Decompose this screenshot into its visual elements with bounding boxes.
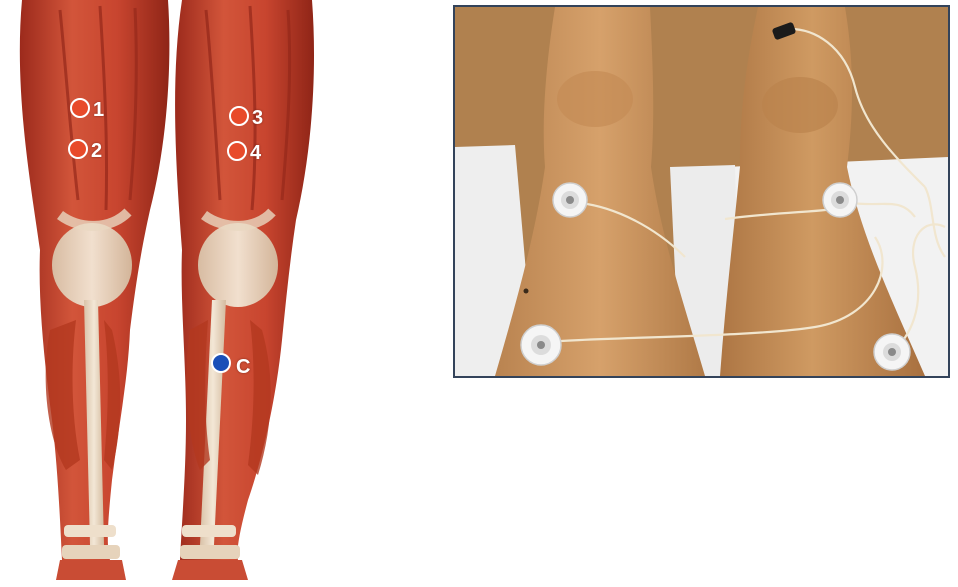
electrode-lower-right	[874, 334, 910, 370]
anatomy-illustration: 1 2 3 4 C	[0, 0, 330, 587]
marker-4-label: 4	[250, 143, 261, 163]
electrode-lower-left	[521, 325, 561, 365]
marker-3-dot	[229, 106, 249, 126]
electrode-upper-right	[823, 183, 857, 217]
left-leg	[20, 0, 170, 580]
marker-c-label: C	[236, 357, 250, 377]
knees-photo-drawing	[455, 7, 948, 376]
legs-muscle-drawing	[0, 0, 330, 587]
right-leg	[172, 0, 314, 580]
electrode-photo	[453, 5, 950, 378]
marker-c-dot	[211, 353, 231, 373]
marker-1-label: 1	[93, 100, 104, 120]
marker-4-dot	[227, 141, 247, 161]
marker-2-label: 2	[91, 141, 102, 161]
marker-1-dot	[70, 98, 90, 118]
marker-3-label: 3	[252, 108, 263, 128]
electrode-upper-left	[553, 183, 587, 217]
marker-2-dot	[68, 139, 88, 159]
